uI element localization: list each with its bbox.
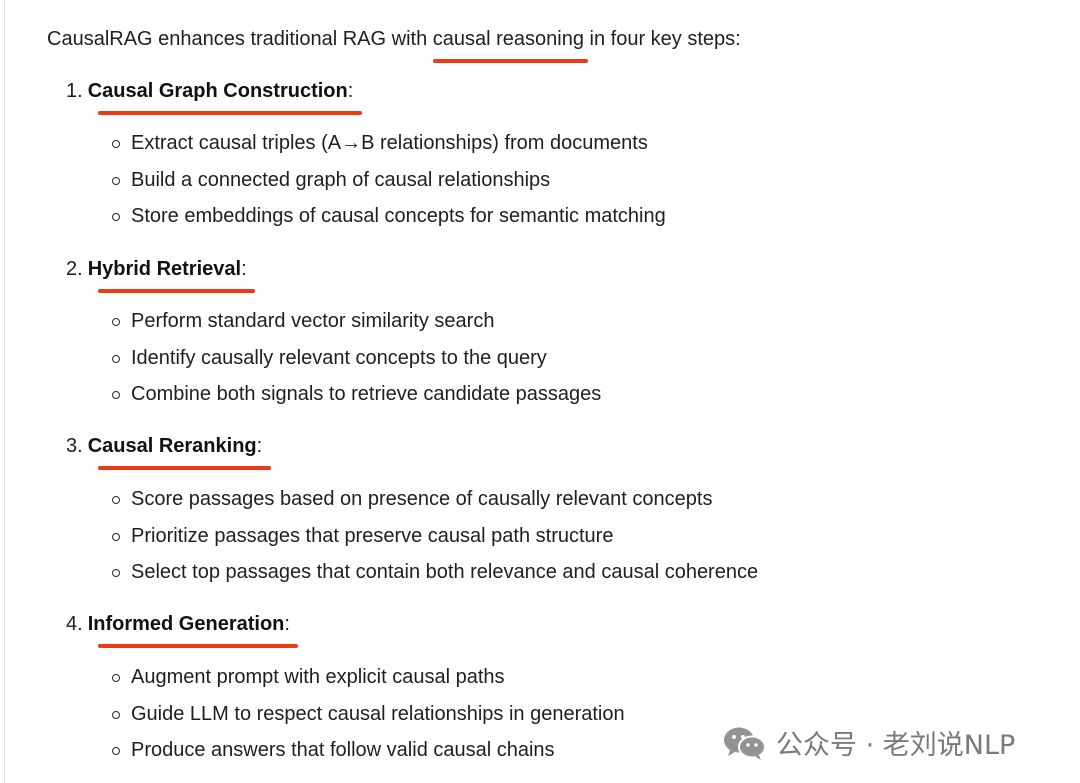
hollow-bullet-icon bbox=[112, 496, 120, 504]
step-3-heading: 3.Causal Reranking: bbox=[66, 431, 271, 470]
list-item-text: Produce answers that follow valid causal… bbox=[131, 739, 555, 761]
step-number: 3. bbox=[66, 435, 83, 457]
hollow-bullet-icon bbox=[112, 391, 120, 399]
step-3-bullets: Score passages based on presence of caus… bbox=[112, 484, 758, 594]
hollow-bullet-icon bbox=[112, 354, 120, 363]
hollow-bullet-icon bbox=[112, 318, 120, 326]
step-title: Causal Graph Construction bbox=[88, 76, 362, 115]
list-item: Select top passages that contain both re… bbox=[112, 557, 758, 594]
step-2-bullets: Perform standard vector similarity searc… bbox=[112, 306, 601, 416]
list-item: Identify causally relevant concepts to t… bbox=[112, 343, 601, 380]
intro-highlight: causal reasoning bbox=[432, 24, 589, 63]
list-item-text: Score passages based on presence of caus… bbox=[131, 488, 713, 510]
step-number: 4. bbox=[66, 613, 83, 635]
step-4-heading: 4.Informed Generation: bbox=[66, 609, 299, 648]
list-item: Store embeddings of causal concepts for … bbox=[112, 201, 666, 238]
hollow-bullet-icon bbox=[112, 569, 120, 577]
step-1-heading: 1.Causal Graph Construction: bbox=[66, 76, 362, 115]
list-item-text: Build a connected graph of causal relati… bbox=[131, 168, 551, 191]
list-item-text: Augment prompt with explicit causal path… bbox=[131, 666, 505, 688]
intro-text-after: in four key steps: bbox=[583, 28, 741, 50]
list-item-text: Perform standard vector similarity searc… bbox=[131, 310, 495, 332]
hollow-bullet-icon bbox=[112, 747, 120, 755]
list-item: Score passages based on presence of caus… bbox=[112, 484, 758, 521]
step-number: 2. bbox=[66, 258, 83, 280]
wechat-icon bbox=[724, 727, 766, 760]
intro-paragraph: CausalRAG enhances traditional RAG with … bbox=[47, 24, 741, 63]
hollow-bullet-icon bbox=[112, 213, 120, 221]
list-item-text: Extract causal triples (A→B relationship… bbox=[131, 132, 648, 154]
step-suffix: : bbox=[241, 258, 247, 280]
hollow-bullet-icon bbox=[112, 176, 120, 185]
step-title: Causal Reranking bbox=[88, 431, 271, 470]
step-1-bullets: Extract causal triples (A→B relationship… bbox=[112, 128, 666, 238]
list-item-text: Identify causally relevant concepts to t… bbox=[131, 346, 547, 369]
step-4-bullets: Augment prompt with explicit causal path… bbox=[112, 662, 625, 772]
list-item: Perform standard vector similarity searc… bbox=[112, 306, 601, 343]
watermark-text: 公众号 · 老刘说NLP bbox=[776, 730, 1016, 761]
list-item: Produce answers that follow valid causal… bbox=[112, 735, 625, 772]
intro-text-before: CausalRAG enhances traditional RAG with bbox=[47, 28, 433, 50]
left-border bbox=[4, 0, 5, 783]
list-item-text: Combine both signals to retrieve candida… bbox=[131, 383, 602, 405]
list-item-text: Guide LLM to respect causal relationship… bbox=[131, 702, 625, 725]
hollow-bullet-icon bbox=[112, 140, 120, 148]
list-item-text: Select top passages that contain both re… bbox=[131, 561, 759, 583]
list-item: Guide LLM to respect causal relationship… bbox=[112, 699, 625, 736]
watermark: 公众号 · 老刘说NLP bbox=[722, 723, 1015, 762]
hollow-bullet-icon bbox=[112, 532, 120, 541]
step-suffix: : bbox=[256, 435, 263, 457]
list-item-text: Prioritize passages that preserve causal… bbox=[131, 524, 614, 547]
list-item: Build a connected graph of causal relati… bbox=[112, 165, 666, 202]
step-suffix: : bbox=[347, 80, 354, 102]
list-item: Combine both signals to retrieve candida… bbox=[112, 379, 601, 416]
step-number: 1. bbox=[66, 80, 83, 102]
list-item: Prioritize passages that preserve causal… bbox=[112, 521, 758, 558]
hollow-bullet-icon bbox=[112, 710, 120, 719]
list-item: Extract causal triples (A→B relationship… bbox=[112, 128, 666, 165]
list-item-text: Store embeddings of causal concepts for … bbox=[131, 205, 666, 227]
list-item: Augment prompt with explicit causal path… bbox=[112, 662, 625, 699]
step-title: Informed Generation bbox=[88, 609, 299, 648]
step-suffix: : bbox=[284, 613, 290, 635]
hollow-bullet-icon bbox=[112, 674, 120, 682]
step-2-heading: 2.Hybrid Retrieval: bbox=[66, 254, 256, 293]
step-title: Hybrid Retrieval bbox=[88, 254, 256, 293]
